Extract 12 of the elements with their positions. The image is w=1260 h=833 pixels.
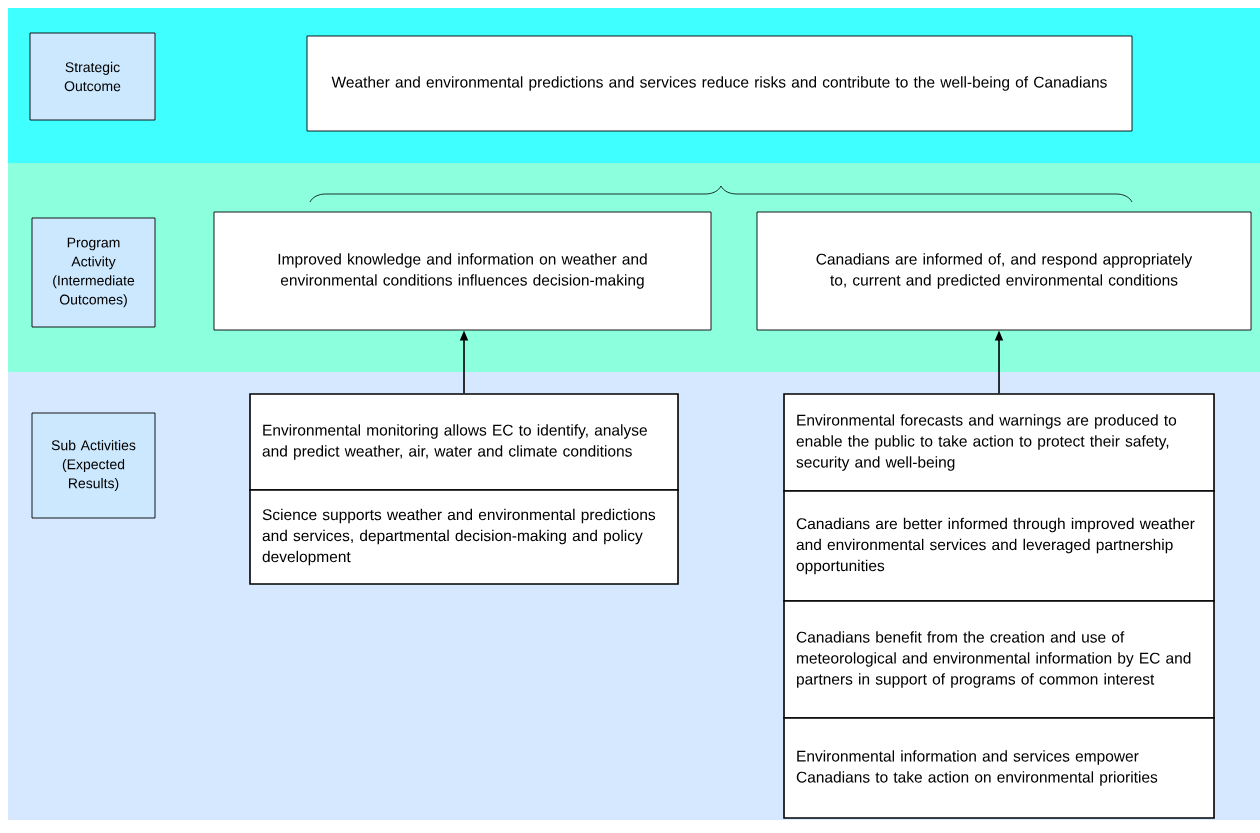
result-box: Environmental forecasts and warnings are produced to enable the public to take action to protect their safety, security and well-being <box>783 393 1215 492</box>
result-box: Environmental information and services empower Canadians to take action on environmental priorities <box>783 717 1215 819</box>
outcome-box: Canadians are informed of, and respond appropriately to, current and predicted environmental conditions <box>756 211 1252 331</box>
outcome-box: Improved knowledge and information on weather and environmental conditions influences decision-making <box>213 211 712 331</box>
result-box: Canadians are better informed through improved weather and environmental services and leveraged partnership opportunities <box>783 490 1215 602</box>
result-box: Science supports weather and environmental predictions and services, departmental decision-making and policy development <box>249 489 679 585</box>
row-label-box: Strategic Outcome <box>29 32 156 121</box>
outcome-box: Weather and environmental predictions and services reduce risks and contribute to the well-being of Canadians <box>306 35 1133 132</box>
row-label-box: Sub Activities (Expected Results) <box>31 412 156 519</box>
result-box: Canadians benefit from the creation and use of meteorological and environmental information by EC and partners in support of programs of common interest <box>783 600 1215 719</box>
row-label-box: Program Activity (Intermediate Outcomes) <box>31 217 156 328</box>
result-box: Environmental monitoring allows EC to identify, analyse and predict weather, air, water and climate conditions <box>249 393 679 491</box>
